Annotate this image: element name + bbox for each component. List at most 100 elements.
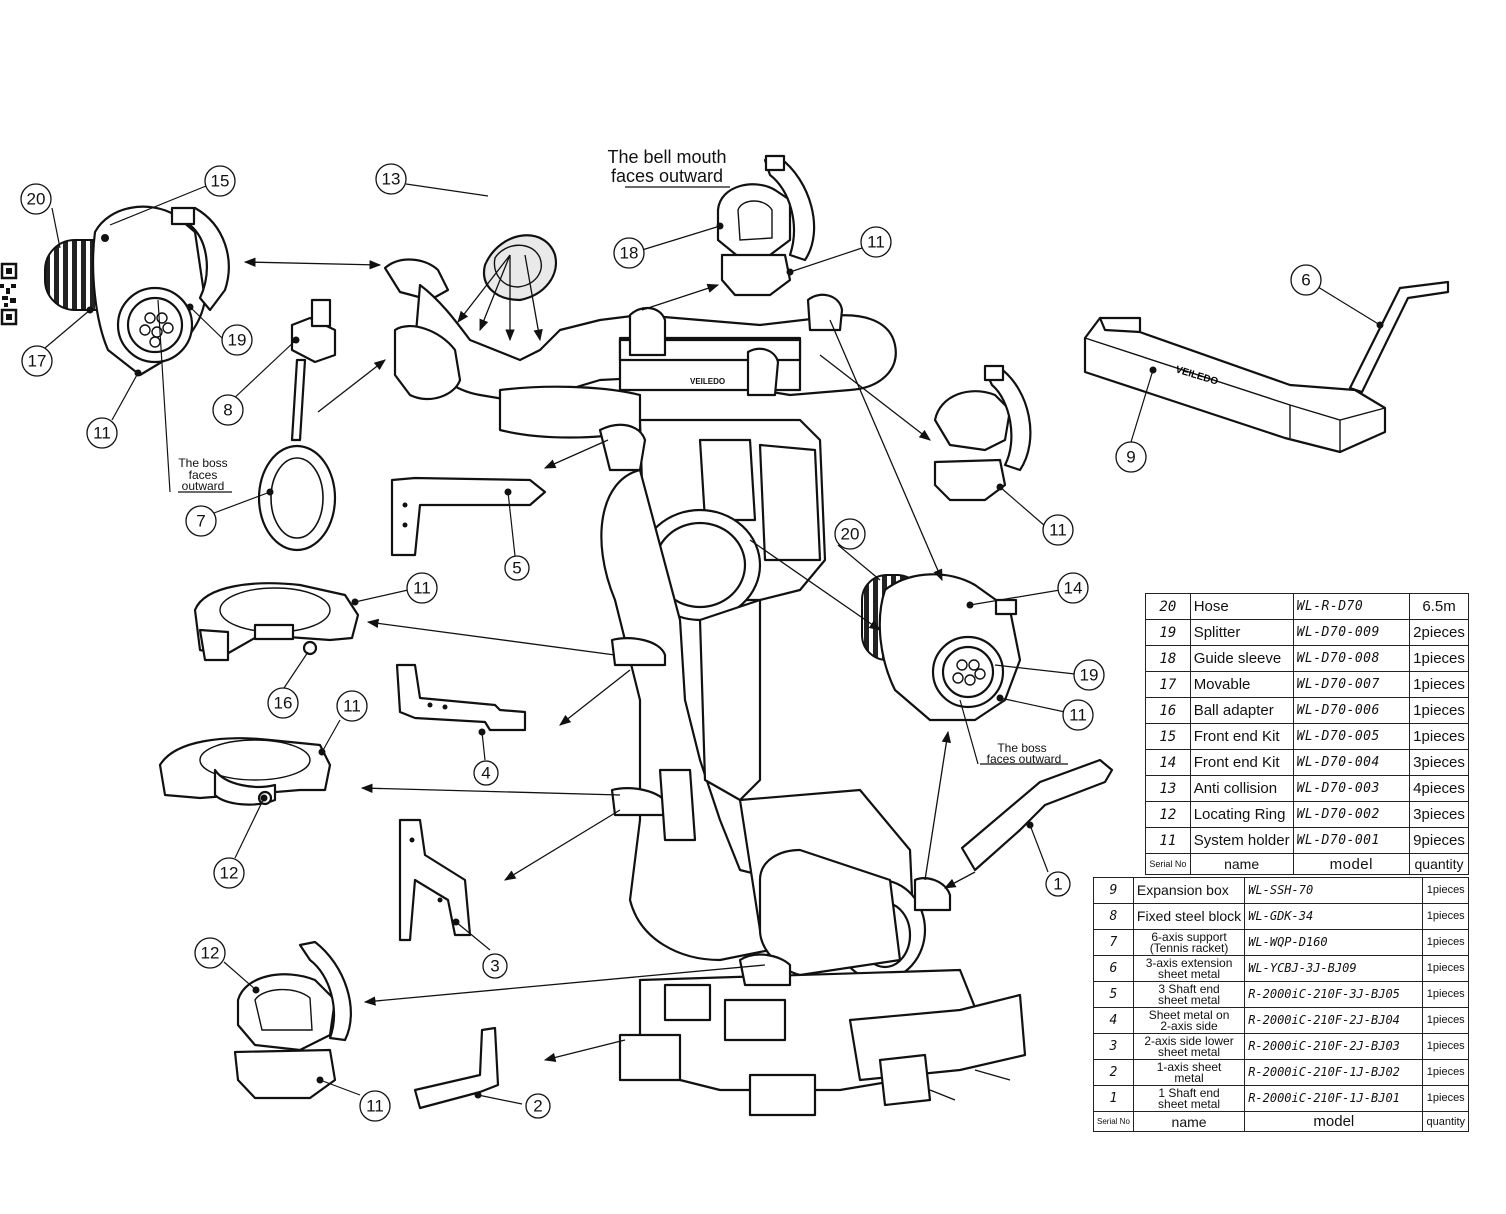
model-cell: WL-D70-007: [1292, 671, 1411, 698]
svg-text:19: 19: [228, 331, 247, 350]
front-end-kit-right: [861, 573, 1022, 722]
balloon-13: 13: [375, 163, 407, 195]
balloon-2: 2: [525, 1093, 551, 1119]
serial-no-cell: 19: [1145, 619, 1191, 646]
system-holder-left-lower: [158, 737, 332, 806]
boss-note-left-line3: outward: [182, 479, 225, 493]
balloon-15: 15: [204, 165, 236, 197]
serial-no-cell: 3: [1093, 1033, 1134, 1060]
svg-text:14: 14: [1064, 579, 1083, 598]
quantity-cell: 1pieces: [1422, 1085, 1469, 1112]
name-cell: Anti collision: [1189, 775, 1294, 802]
serial-no-cell: 15: [1145, 723, 1191, 750]
model-cell: R-2000iC-210F-3J-BJ05: [1244, 981, 1424, 1008]
balloon-20-left: 20: [20, 183, 52, 215]
serial-no-cell: 16: [1145, 697, 1191, 724]
svg-text:11: 11: [93, 424, 111, 443]
svg-text:2: 2: [533, 1097, 542, 1116]
svg-text:8: 8: [223, 401, 232, 420]
name-cell: System holder: [1189, 827, 1294, 854]
header-name: name: [1189, 853, 1294, 875]
svg-text:17: 17: [28, 352, 47, 371]
shaft-end-sheet-metal-3: [390, 476, 547, 557]
serial-no-cell: 1: [1093, 1085, 1134, 1112]
sheet-metal-2-axis-lower: [398, 818, 472, 942]
serial-no-cell: 14: [1145, 749, 1191, 776]
svg-text:3: 3: [490, 957, 499, 976]
balloon-callouts: 20 15 17 19 11 13 8 7 18 11 6 9 11 5 20 …: [20, 163, 1322, 1122]
model-cell: R-2000iC-210F-1J-BJ01: [1244, 1085, 1424, 1112]
balloon-11-left-middle: 11: [406, 572, 438, 604]
balloon-19-left: 19: [221, 324, 253, 356]
model-cell: WL-D70-002: [1292, 801, 1411, 828]
front-end-kit-left: [44, 205, 230, 377]
svg-text:11: 11: [867, 233, 885, 252]
guide-sleeve-part: [716, 154, 816, 297]
quantity-cell: 6.5m: [1409, 593, 1469, 620]
header-serial-no: Serial No: [1145, 853, 1191, 875]
quantity-cell: 1pieces: [1422, 903, 1469, 930]
balloon-11-top-left: 11: [86, 417, 118, 449]
expansion-box: VEILEDO: [1083, 280, 1450, 454]
name-line-1: 6-axis support: [1151, 929, 1227, 944]
svg-text:15: 15: [211, 172, 230, 191]
sheet-metal-1-axis: [413, 1026, 500, 1110]
wrist-hose-section: VEILEDO: [383, 234, 897, 439]
svg-text:11: 11: [1069, 706, 1087, 725]
serial-no-cell: 5: [1093, 981, 1134, 1008]
name-line-2: (Tennis racket): [1149, 940, 1229, 955]
name-cell: Movable: [1189, 671, 1294, 698]
annotation-notes: The bell mouth faces outward The boss fa…: [178, 147, 1061, 766]
shaft-end-sheet-metal-1: [960, 758, 1114, 872]
model-cell: WL-R-D70: [1292, 593, 1411, 620]
header-model: model: [1244, 1111, 1424, 1132]
svg-text:13: 13: [382, 170, 401, 189]
bell-mouth-note-line1: The bell mouth: [607, 147, 726, 167]
name-line-2: 2-axis side: [1160, 1018, 1218, 1033]
boss-note-left-line1: The boss: [178, 456, 227, 470]
name-line-2: sheet metal: [1158, 992, 1221, 1007]
model-cell: WL-D70-006: [1292, 697, 1411, 724]
serial-no-cell: 18: [1145, 645, 1191, 672]
quantity-cell: 9pieces: [1409, 827, 1469, 854]
name-line-2: sheet metal: [1158, 966, 1221, 981]
balloon-12-left: 12: [213, 857, 245, 889]
header-name: name: [1132, 1111, 1246, 1132]
quantity-cell: 1pieces: [1422, 929, 1469, 956]
balloon-4: 4: [473, 760, 499, 786]
balloon-6: 6: [1290, 264, 1322, 296]
balloon-14: 14: [1057, 572, 1089, 604]
boss-note-right-line1: The boss: [997, 741, 1046, 755]
name-line-1: 3-axis extension: [1145, 955, 1233, 970]
bell-mouth-note-line2: faces outward: [611, 166, 723, 186]
serial-no-cell: 20: [1145, 593, 1191, 620]
quantity-cell: 4pieces: [1409, 775, 1469, 802]
boss-note-right-line2: faces outward: [987, 752, 1062, 766]
quantity-cell: 3pieces: [1409, 749, 1469, 776]
svg-text:1: 1: [1053, 875, 1062, 894]
serial-no-cell: 11: [1145, 827, 1191, 854]
svg-text:20: 20: [27, 190, 46, 209]
svg-text:11: 11: [366, 1097, 384, 1116]
name-line-1: 1-axis sheet: [1156, 1059, 1222, 1074]
name-cell: Guide sleeve: [1189, 645, 1294, 672]
balloon-9: 9: [1115, 441, 1147, 473]
quantity-cell: 1pieces: [1422, 1059, 1469, 1086]
robot-body: [598, 418, 1027, 1117]
svg-text:7: 7: [196, 512, 205, 531]
